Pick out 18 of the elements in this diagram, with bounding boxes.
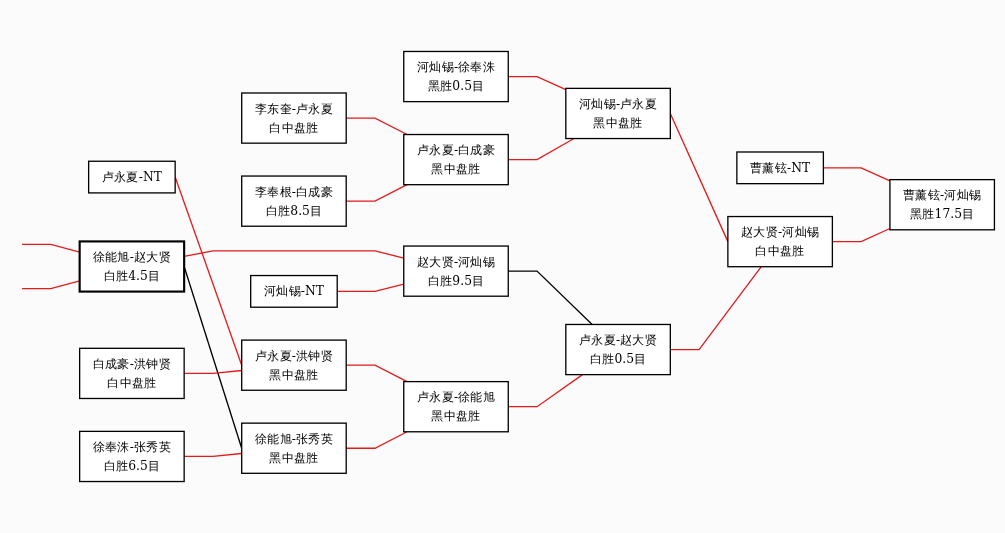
node-box: 曹薰铉-河灿锡 黑胜17.5目	[889, 179, 996, 231]
node-box: 卢永夏-洪钟贤 黑中盘胜	[241, 339, 347, 391]
node-box: 赵大贤-河灿锡 白中盘胜	[727, 215, 834, 268]
node-box: 曹薰铉-NT	[736, 151, 825, 185]
node-box: 徐奉洙-张秀英 白胜6.5目	[79, 430, 185, 483]
node-box: 徐能旭-张秀英 黑中盘胜	[241, 422, 347, 474]
node-box: 徐能旭-赵大贤 白胜4.5目	[78, 240, 186, 293]
node-box: 河灿锡-徐奉洙 黑胜0.5目	[403, 50, 509, 103]
node-box: 李东奎-卢永夏 白中盘胜	[241, 92, 347, 144]
node-box: 卢永夏-赵大贤 白胜0.5目	[565, 323, 671, 376]
node-box: 卢永夏-徐能旭 黑中盘胜	[403, 380, 509, 433]
node-box: 李奉根-白成豪 白胜8.5目	[241, 175, 347, 227]
node-box: 白成豪-洪钟贤 白中盘胜	[79, 347, 185, 400]
node-box: 河灿锡-卢永夏 黑中盘胜	[565, 87, 671, 140]
node-box: 卢永夏-NT	[88, 160, 176, 194]
node-box: 河灿锡-NT	[250, 274, 338, 308]
node-box: 赵大贤-河灿锡 白胜9.5目	[403, 245, 509, 297]
node-box: 卢永夏-白成豪 黑中盘胜	[403, 133, 509, 186]
